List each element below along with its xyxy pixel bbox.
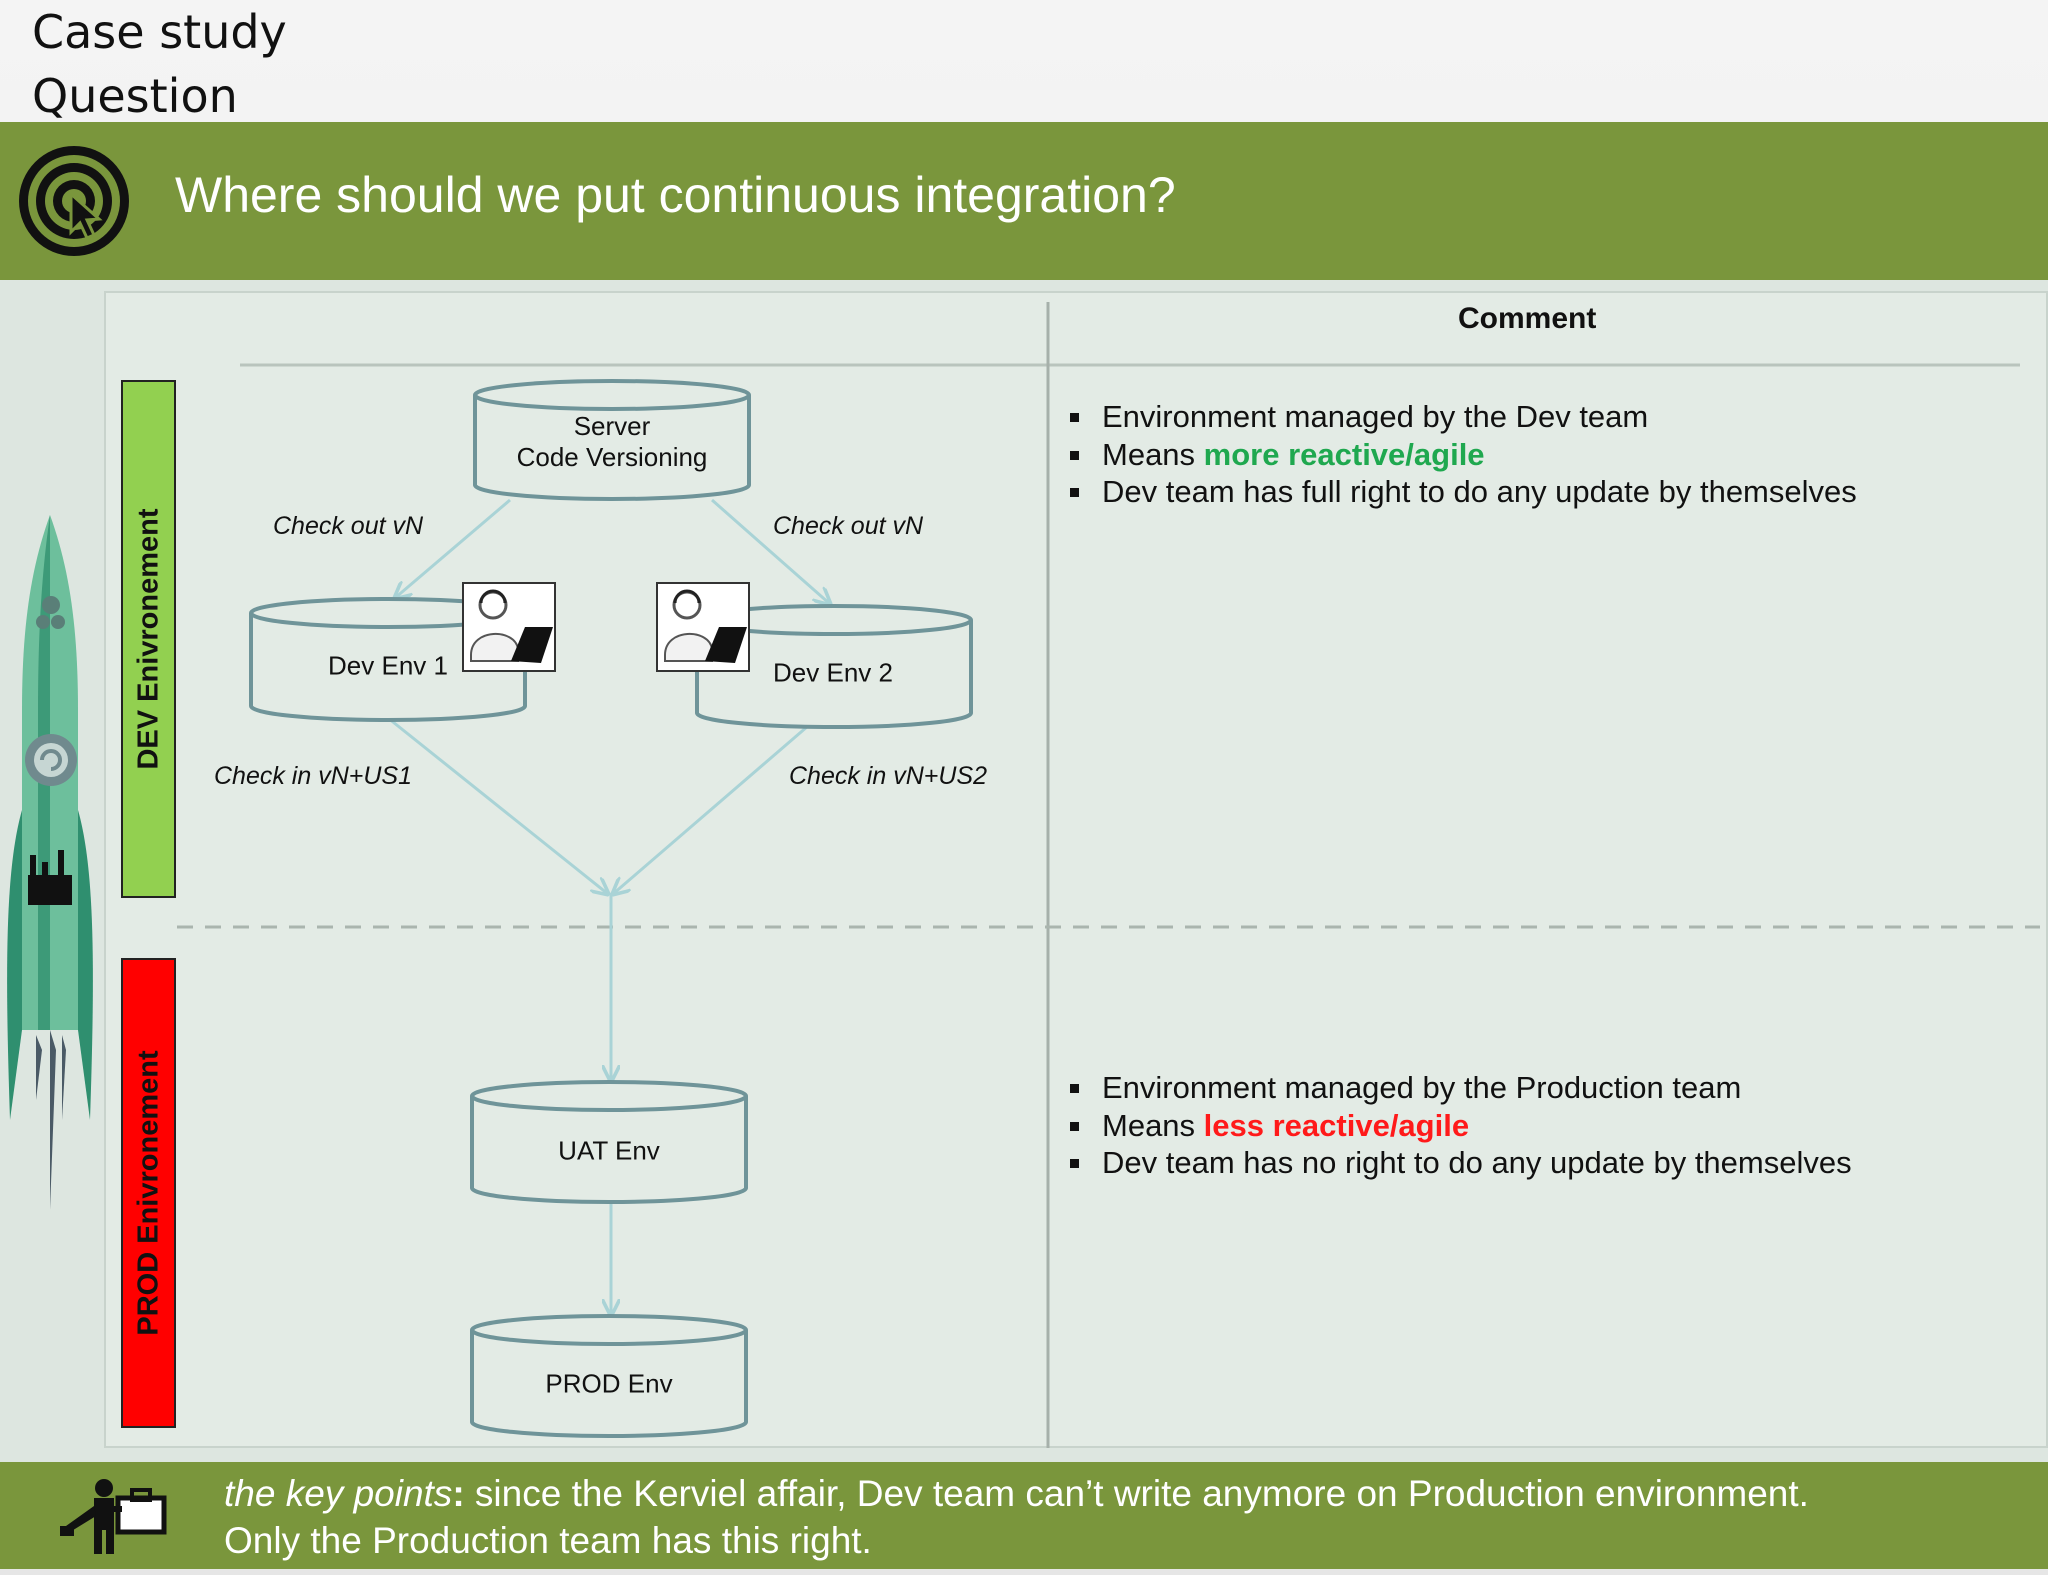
question-text: Where should we put continuous integrati…	[175, 167, 1176, 223]
prod-comment-1: Environment managed by the Production te…	[1102, 1070, 1742, 1105]
edge-checkin-right	[613, 724, 809, 894]
prod-comment-item: Means less reactive/agile	[1068, 1107, 1852, 1145]
target-cursor-icon	[19, 146, 129, 256]
key-points-label: the key points	[224, 1473, 453, 1514]
prod-environment-lane: PROD Enivronement	[121, 958, 176, 1428]
prod-comment-2-prefix: Means	[1102, 1107, 1204, 1143]
key-points-line-1: since the Kerviel affair, Dev team can’t…	[464, 1473, 1809, 1514]
key-points-colon: :	[452, 1473, 465, 1514]
server-node-label: Server Code Versioning	[517, 411, 708, 473]
edge-label-checkout-right: Check out vN	[773, 512, 924, 540]
key-points-text: the key points: since the Kerviel affair…	[224, 1470, 1809, 1564]
dev-env-1-label: Dev Env 1	[328, 650, 448, 681]
server-label-line-2: Code Versioning	[516, 442, 708, 472]
key-points-footer: the key points: since the Kerviel affair…	[0, 1462, 2048, 1569]
prod-env-cylinder	[470, 1314, 748, 1438]
worker-tools-icon	[60, 1479, 167, 1554]
title-line-2: Question	[32, 69, 238, 123]
prod-comment-item: Dev team has no right to do any update b…	[1068, 1144, 1852, 1182]
dev-environment-lane: DEV Enivronement	[121, 380, 176, 898]
edge-checkout-left	[395, 498, 511, 598]
prod-comment-2-emphasis: less reactive/agile	[1203, 1107, 1470, 1143]
prod-comment-list: Environment managed by the Production te…	[1068, 1069, 1852, 1182]
title-line-1: Case study	[32, 5, 287, 59]
edge-label-checkin-right: Check in vN+US2	[789, 762, 987, 790]
dev-env-2-label: Dev Env 2	[773, 657, 893, 688]
dev-comment-2-emphasis: more reactive/agile	[1203, 436, 1485, 472]
dev-comment-item: Means more reactive/agile	[1068, 436, 1857, 474]
dev-comment-item: Environment managed by the Dev team	[1068, 398, 1857, 436]
diagram-panel	[104, 291, 2048, 1448]
edge-label-checkout-left: Check out vN	[273, 512, 424, 540]
dev-env-1-cylinder	[249, 597, 527, 722]
dev-env-2-cylinder	[695, 604, 973, 729]
uat-env-cylinder	[470, 1080, 748, 1204]
developer-laptop-icon-1	[462, 582, 556, 672]
uat-env-label: UAT Env	[558, 1135, 660, 1166]
dev-comment-2-prefix: Means	[1102, 436, 1204, 472]
page-title: Case study Question	[32, 0, 287, 128]
prod-comment-3: Dev team has no right to do any update b…	[1102, 1145, 1852, 1180]
rocket-icon	[7, 515, 93, 1210]
prod-env-label: PROD Env	[545, 1368, 673, 1399]
developer-laptop-icon-2	[656, 582, 750, 672]
edge-checkout-right	[711, 498, 830, 604]
edge-checkin-left	[387, 716, 608, 894]
question-bar: Where should we put continuous integrati…	[0, 122, 2048, 280]
server-cylinder	[473, 379, 751, 501]
dev-comment-item: Dev team has full right to do any update…	[1068, 473, 1857, 511]
edge-label-checkin-left: Check in vN+US1	[214, 762, 412, 790]
dev-comment-list: Environment managed by the Dev team Mean…	[1068, 398, 1857, 511]
dev-comment-1: Environment managed by the Dev team	[1102, 399, 1649, 434]
comment-header: Comment	[1458, 302, 1597, 335]
dev-comment-3: Dev team has full right to do any update…	[1102, 474, 1857, 509]
server-label-line-1: Server	[573, 411, 651, 441]
prod-comment-item: Environment managed by the Production te…	[1068, 1069, 1852, 1107]
key-points-line-2: Only the Production team has this right.	[224, 1520, 872, 1561]
